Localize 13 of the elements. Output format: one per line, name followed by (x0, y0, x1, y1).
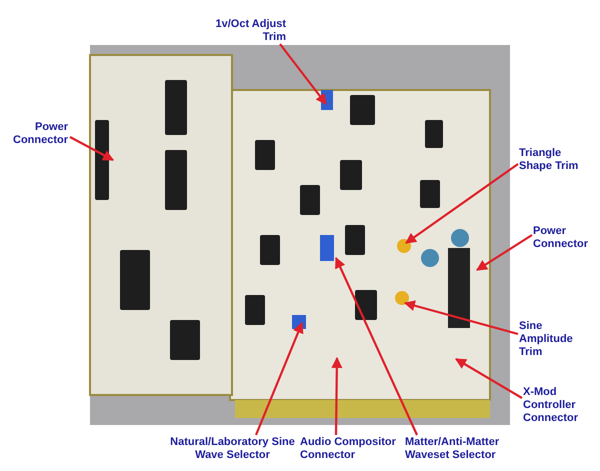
callout-label: Audio Compositor Connector (300, 436, 405, 462)
leader-line (279, 43, 327, 105)
leader-line (331, 356, 342, 436)
callout-label: Sine Amplitude Trim (519, 320, 589, 359)
callout-label: Matter/Anti-Matter Waveset Selector (405, 436, 525, 462)
callout-label: Power Connector (533, 225, 600, 251)
callout-label: X-Mod Controller Connector (523, 386, 598, 425)
leader-line (476, 234, 533, 271)
callout-label: Power Connector (6, 121, 68, 147)
callout-label: 1v/Oct Adjust Trim (200, 18, 286, 44)
leader-line (69, 136, 114, 161)
callout-label: Natural/Laboratory Sine Wave Selector (170, 436, 295, 462)
callout-label: Triangle Shape Trim (519, 147, 589, 173)
